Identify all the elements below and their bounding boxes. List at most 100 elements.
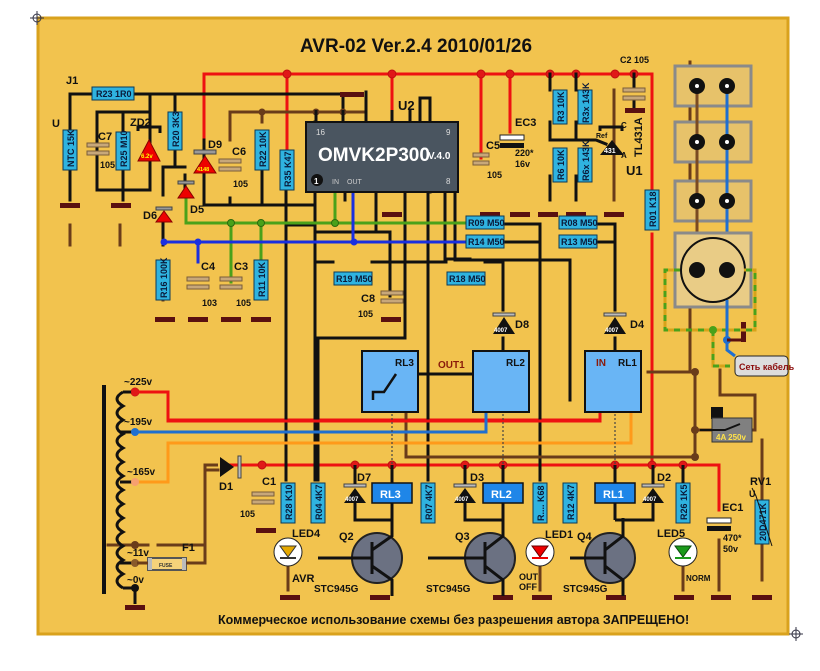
svg-text:R35 K47: R35 K47 [283, 151, 293, 187]
resistor-r26: R26 1K5 [675, 482, 691, 524]
svg-text:431: 431 [604, 148, 616, 155]
ic-u2: 16 9 8 OMVK2P300 V.4.0 1 IN OUT [305, 110, 459, 193]
svg-text:D9: D9 [208, 139, 222, 151]
component-labels: J1 U C7 105 ZD2 D9 C6 105 D6 D5 C4 103 C… [52, 55, 771, 595]
svg-text:R04 4K7: R04 4K7 [314, 484, 324, 520]
svg-text:D4: D4 [630, 319, 645, 331]
led1 [525, 537, 555, 567]
svg-text:105: 105 [100, 160, 115, 170]
resistor-r11: R11 10K [253, 259, 269, 301]
diode-d5 [177, 180, 195, 199]
svg-text:105: 105 [240, 509, 255, 519]
svg-text:R23 1R0: R23 1R0 [96, 89, 132, 99]
svg-text:R22 10K: R22 10K [258, 131, 268, 167]
diode-d8: 4007 [492, 312, 516, 334]
svg-text:RL2: RL2 [491, 489, 512, 501]
svg-text:C1: C1 [262, 476, 276, 488]
svg-text:R.... K68: R.... K68 [536, 485, 546, 521]
relay-coil-rl2: RL2 [482, 482, 524, 504]
svg-text:470*: 470* [723, 533, 742, 543]
resistor-r09: R09 M50 [465, 215, 505, 230]
diode-d4: 4007 [603, 312, 627, 334]
svg-text:D3: D3 [470, 472, 484, 484]
resistor-r3x: R3x 143K [577, 82, 593, 125]
label-u2: U2 [398, 98, 415, 113]
svg-text:EC3: EC3 [515, 117, 536, 129]
svg-text:R18 M50: R18 M50 [449, 274, 486, 284]
transformer [102, 385, 139, 604]
svg-text:9: 9 [446, 128, 451, 137]
schematic-title: AVR-02 Ver.2.4 2010/01/26 [300, 36, 532, 57]
blue-junctions [160, 238, 358, 246]
resistor-r14: R14 M50 [465, 234, 505, 249]
resistor-r35: R35 K47 [279, 149, 295, 191]
svg-text:D6: D6 [143, 210, 157, 222]
resistor-ntc: NTC 15K [62, 129, 78, 171]
svg-text:ZD2: ZD2 [130, 117, 151, 129]
label-out1: OUT1 [438, 360, 465, 371]
registration-mark-bottom-right [789, 627, 803, 641]
electrolytic-ec3 [499, 134, 525, 148]
relay-coil-rl3: RL3 [371, 482, 413, 504]
svg-text:C5: C5 [486, 140, 500, 152]
svg-text:C6: C6 [232, 146, 246, 158]
svg-text:R12 4K7: R12 4K7 [566, 484, 576, 520]
tap-0: ~0v [127, 575, 144, 586]
svg-text:IN: IN [332, 179, 339, 186]
svg-text:C3: C3 [234, 261, 248, 273]
mains-cable-label: Сеть кабель [734, 355, 795, 377]
svg-text:R11 10K: R11 10K [257, 261, 267, 297]
transistor-q2 [318, 518, 403, 596]
relay-rl2: RL2 [472, 350, 530, 413]
capacitors [86, 87, 646, 505]
relay-rl1: RL1 [584, 350, 642, 413]
resistor-r25: R25 M10 [115, 130, 131, 171]
svg-text:U1: U1 [626, 163, 643, 178]
svg-text:R14 M50: R14 M50 [468, 237, 505, 247]
relay-mechanical-links [391, 390, 616, 480]
svg-text:NORM: NORM [686, 574, 711, 583]
transistor-q3 [428, 518, 516, 596]
svg-text:STC945G: STC945G [563, 584, 608, 595]
svg-text:RL1: RL1 [603, 489, 624, 501]
svg-text:R08 M50: R08 M50 [561, 218, 598, 228]
svg-text:RL3: RL3 [380, 489, 401, 501]
collector-wires [353, 465, 685, 522]
green-junctions [227, 219, 339, 227]
svg-text:R09 M50: R09 M50 [468, 218, 505, 228]
resistor-r3: R3 10K [552, 89, 568, 125]
svg-text:4007: 4007 [494, 328, 508, 334]
svg-text:LED5: LED5 [657, 528, 685, 540]
fuse-f1: FUSE [137, 463, 218, 571]
svg-text:4007: 4007 [643, 497, 657, 503]
resistor-r01: R01 K18 [644, 189, 660, 231]
electrolytic-ec1 [706, 517, 732, 531]
svg-text:D1: D1 [219, 481, 233, 493]
svg-text:LED1: LED1 [545, 529, 573, 541]
resistor-r08: R08 M50 [558, 215, 598, 230]
svg-text:STC945G: STC945G [426, 584, 471, 595]
mains-socket [663, 231, 757, 368]
svg-text:RL2: RL2 [506, 358, 525, 369]
tap-195: ~195v [124, 417, 153, 428]
resistor-r22: R22 10K [254, 129, 270, 171]
svg-text:FUSE: FUSE [159, 563, 173, 569]
svg-text:4007: 4007 [605, 328, 619, 334]
svg-text:R19 M50: R19 M50 [336, 274, 373, 284]
svg-text:R3x 143K: R3x 143K [581, 82, 591, 123]
svg-text:220*: 220* [515, 148, 534, 158]
svg-text:RL1: RL1 [618, 358, 637, 369]
svg-text:C: C [621, 121, 627, 130]
svg-text:4007: 4007 [455, 497, 469, 503]
svg-text:Q4: Q4 [577, 531, 593, 543]
svg-text:RL3: RL3 [395, 358, 414, 369]
tap-wires [133, 389, 633, 484]
ground-symbols [60, 92, 772, 610]
svg-text:R13 M50: R13 M50 [561, 237, 598, 247]
svg-text:V.4.0: V.4.0 [428, 151, 451, 162]
svg-text:OFF: OFF [519, 582, 537, 592]
svg-text:105: 105 [358, 309, 373, 319]
svg-text:1: 1 [314, 177, 319, 186]
registration-mark-top-left [30, 11, 44, 25]
